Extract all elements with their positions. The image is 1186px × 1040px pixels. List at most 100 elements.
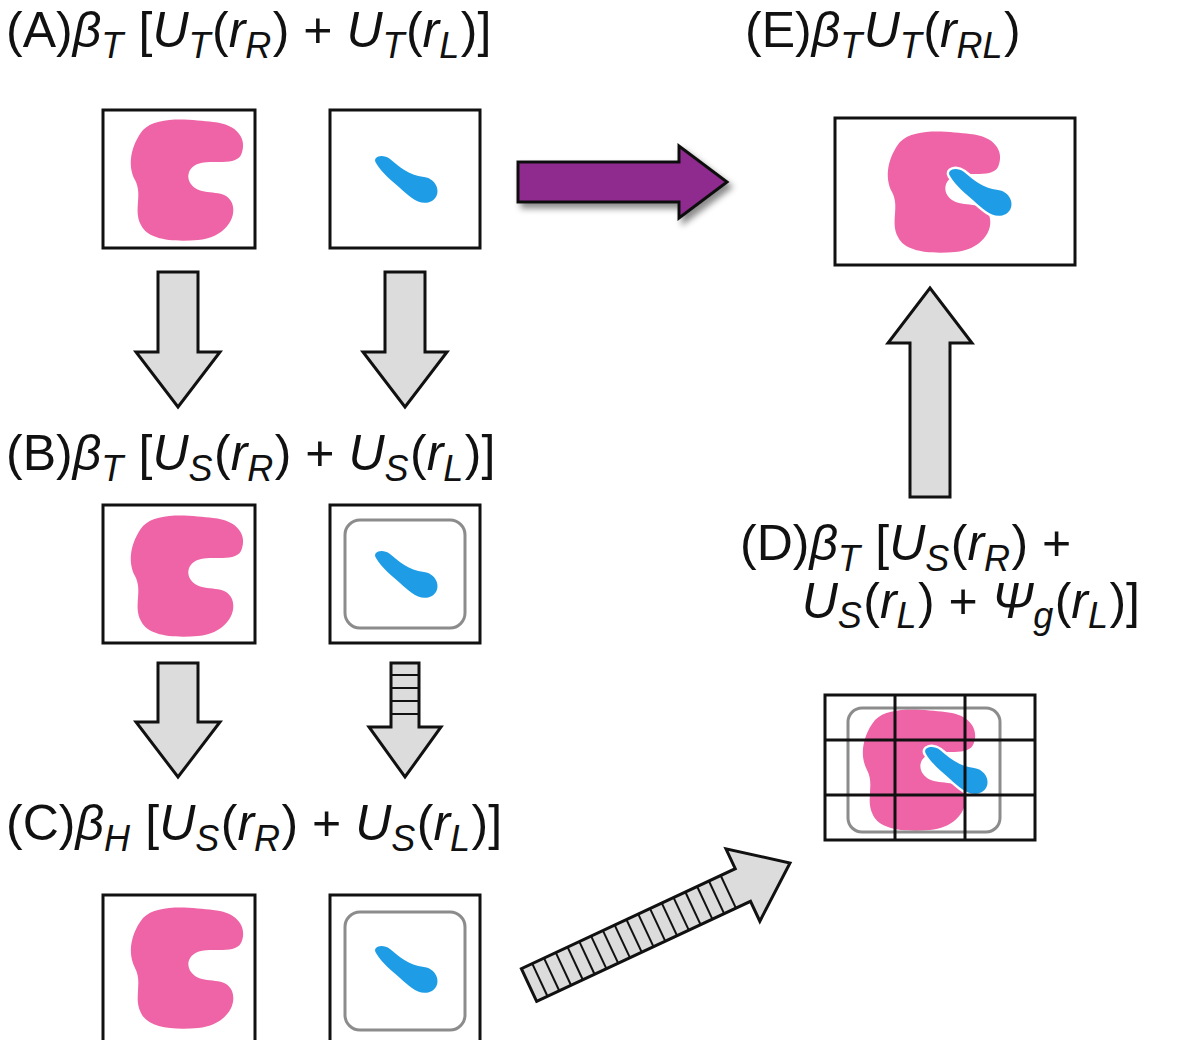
arrow-body — [363, 272, 447, 407]
formula-part: RL — [957, 25, 1003, 66]
ladder-rung — [544, 958, 559, 991]
formula-part: ( — [923, 2, 940, 58]
formula-part: S — [189, 448, 213, 489]
formula-part: β — [73, 425, 102, 481]
ladder-rung — [591, 936, 606, 969]
formula-part: [ — [131, 795, 159, 851]
arrow-body — [369, 663, 441, 777]
formula-part: [ — [125, 2, 153, 58]
formula-part: U — [152, 2, 188, 58]
formula-part: T — [189, 25, 211, 66]
formula-part: r — [427, 425, 444, 481]
frame-box — [103, 505, 255, 643]
block-arrow — [521, 849, 790, 1002]
formula-part: ) + — [918, 573, 992, 629]
formula-part: ) + — [275, 425, 349, 481]
grid — [825, 695, 1035, 840]
formula-part: T — [383, 25, 405, 66]
formula-part: (C) — [6, 795, 75, 851]
ladder-rung — [662, 903, 677, 936]
ligand-shape — [925, 747, 987, 794]
formula-part: )] — [1109, 573, 1140, 629]
formula-part: r — [237, 795, 254, 851]
frame-box — [835, 118, 1075, 265]
energy-formula: (D)βT [US(rR) + US(rL) + Ψg(rL)] — [740, 515, 1140, 630]
formula-part: r — [231, 425, 248, 481]
frame-box — [330, 505, 480, 643]
formula-part: ( — [406, 2, 423, 58]
state-panel: (B)βT [US(rR) + US(rL)] — [6, 425, 504, 645]
receptor-shape — [131, 516, 243, 637]
formula-part: ( — [214, 425, 231, 481]
frame-box — [330, 110, 480, 248]
formula-part: T — [101, 25, 123, 66]
receptor-shape — [131, 908, 243, 1029]
formula-part: ( — [221, 795, 238, 851]
ligand-shape — [949, 169, 1011, 216]
ligand-shape — [375, 551, 437, 598]
ladder-rung — [709, 881, 724, 914]
formula-part: ) + — [1012, 515, 1072, 571]
energy-formula: (A)βT [UT(rR) + UT(rL)] — [6, 2, 491, 60]
receptor-shape — [131, 120, 243, 241]
formula-part: L — [897, 595, 917, 636]
formula-part: T — [840, 25, 862, 66]
formula-part: β — [812, 2, 841, 58]
formula-part: )] — [461, 2, 492, 58]
formula-part: r — [229, 2, 246, 58]
grid-line — [964, 695, 967, 840]
state-panel: (A)βT [UT(rR) + UT(rL)] — [6, 2, 500, 254]
frame-box — [103, 110, 255, 248]
ladder-rung — [697, 887, 712, 920]
formula-part: S — [385, 448, 409, 489]
ladder-rung — [391, 713, 419, 715]
formula-part: ) — [1004, 2, 1021, 58]
ligand-shape — [375, 156, 437, 203]
formula-part: T — [101, 448, 123, 489]
formula-part: r — [967, 515, 984, 571]
restraint-box — [345, 520, 465, 628]
formula-part: U — [802, 573, 838, 629]
ligand-shape — [375, 946, 437, 993]
block-arrow — [369, 663, 441, 777]
restraint-box — [848, 708, 1000, 832]
formula-part: [ — [861, 515, 889, 571]
energy-formula: (C)βH [US(rR) + US(rL)] — [6, 795, 502, 853]
energy-formula: (B)βT [US(rR) + US(rL)] — [6, 425, 495, 483]
formula-part: β — [73, 2, 102, 58]
formula-part: L — [443, 448, 463, 489]
formula-part: ) + — [273, 2, 347, 58]
ladder-rung — [391, 687, 419, 689]
formula-part: U — [355, 795, 391, 851]
block-arrow — [888, 288, 972, 497]
formula-part: ( — [951, 515, 968, 571]
state-panel: (C)βH [US(rR) + US(rL)] — [6, 795, 511, 1040]
formula-part: R — [254, 818, 280, 859]
formula-part: U — [159, 795, 195, 851]
arrow-body — [518, 146, 727, 218]
arrow-body — [136, 663, 220, 777]
arrow-body — [888, 288, 972, 497]
energy-formula: (E)βTUT(rRL) — [745, 2, 1021, 60]
ladder-rung — [615, 925, 630, 958]
formula-part: R — [245, 25, 271, 66]
ladder-rung — [650, 909, 665, 942]
arrow-body — [521, 849, 790, 1002]
formula-part: r — [433, 795, 450, 851]
formula-part: R — [247, 448, 273, 489]
formula-part: T — [900, 25, 922, 66]
formula-part: S — [391, 818, 415, 859]
formula-part: L — [1088, 595, 1108, 636]
formula-part: r — [940, 2, 957, 58]
formula-part: β — [75, 795, 104, 851]
block-arrow — [518, 146, 727, 218]
formula-part: U — [889, 515, 925, 571]
grid-line — [894, 695, 897, 840]
formula-part: r — [423, 2, 440, 58]
grid-line — [825, 794, 1035, 797]
formula-part: β — [809, 515, 838, 571]
formula-part: U — [348, 425, 384, 481]
formula-part: (D) — [740, 515, 809, 571]
formula-part: [ — [125, 425, 153, 481]
